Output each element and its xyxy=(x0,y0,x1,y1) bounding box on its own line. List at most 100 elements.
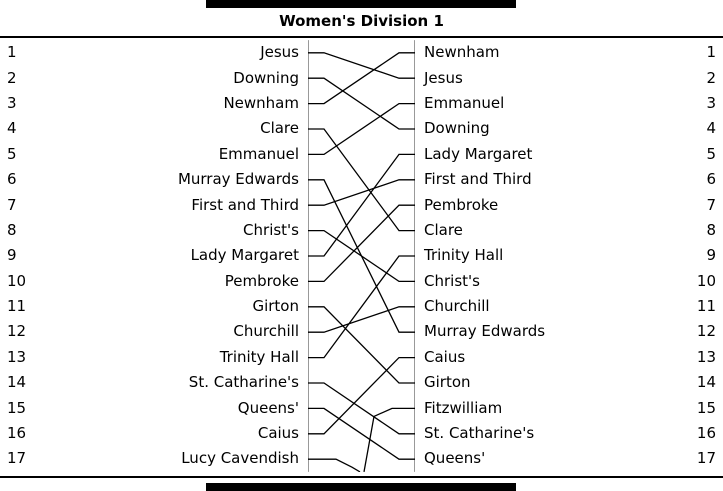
bumps-row: 3 Newnham Emmanuel 3 xyxy=(0,91,723,116)
start-position-number: 11 xyxy=(7,297,27,316)
crew-path xyxy=(308,382,415,435)
bumps-lines-svg xyxy=(308,40,415,472)
crew-path xyxy=(308,204,415,283)
finish-position-number: 15 xyxy=(696,398,716,417)
bottom-rule xyxy=(0,476,723,478)
finish-position-number: 17 xyxy=(696,449,716,468)
finish-crew-name: Emmanuel xyxy=(424,95,505,111)
finish-crew-name: First and Third xyxy=(424,172,532,188)
finish-crew-name: Trinity Hall xyxy=(424,248,504,264)
start-crew-name: Lady Margaret xyxy=(190,248,299,264)
start-crew-name: Christ's xyxy=(243,222,299,238)
start-position-number: 3 xyxy=(7,93,17,112)
start-crew-name: Caius xyxy=(257,426,299,442)
finish-crew-name: Queens' xyxy=(424,451,486,467)
finish-position-number: 1 xyxy=(706,43,716,62)
finish-position-number: 11 xyxy=(696,297,716,316)
chart-title: Women's Division 1 xyxy=(279,12,444,30)
bumps-row: 1 Jesus Newnham 1 xyxy=(0,40,723,65)
start-crew-name: Newnham xyxy=(223,95,299,111)
finish-position-number: 3 xyxy=(706,93,716,112)
start-crew-name: Trinity Hall xyxy=(219,349,299,365)
bumps-row: 16 Caius St. Catharine's 16 xyxy=(0,421,723,446)
crew-path xyxy=(308,128,415,232)
start-crew-name: First and Third xyxy=(191,197,299,213)
start-position-number: 7 xyxy=(7,195,17,214)
finish-crew-name: Jesus xyxy=(424,70,463,86)
start-position-number: 1 xyxy=(7,43,17,62)
start-position-number: 16 xyxy=(7,424,27,443)
crew-path xyxy=(308,229,415,283)
start-position-number: 6 xyxy=(7,170,17,189)
adjacent-division-bar-bottom xyxy=(206,483,516,491)
finish-position-number: 6 xyxy=(706,170,716,189)
finish-crew-name: Girton xyxy=(424,375,471,391)
start-position-number: 9 xyxy=(7,246,17,265)
start-position-number: 15 xyxy=(7,398,27,417)
crew-path xyxy=(308,52,415,105)
finish-crew-name: St. Catharine's xyxy=(424,426,535,442)
crew-path xyxy=(308,52,415,79)
start-position-number: 5 xyxy=(7,144,17,163)
start-position-number: 4 xyxy=(7,119,17,138)
bumps-row: 8 Christ's Clare 8 xyxy=(0,218,723,243)
finish-crew-name: Pembroke xyxy=(424,197,499,213)
start-crew-name: Clare xyxy=(260,121,299,137)
start-crew-name: Lucy Cavendish xyxy=(181,451,299,467)
top-rule xyxy=(0,36,723,38)
finish-crew-name: Clare xyxy=(424,222,463,238)
bumps-row: 9 Lady Margaret Trinity Hall 9 xyxy=(0,243,723,268)
start-position-number: 14 xyxy=(7,373,27,392)
finish-crew-name: Churchill xyxy=(424,299,490,315)
crew-path xyxy=(308,102,415,156)
finish-position-number: 13 xyxy=(696,347,716,366)
finish-position-number: 10 xyxy=(696,271,716,290)
finish-crew-name: Caius xyxy=(424,349,466,365)
finish-crew-name: Downing xyxy=(424,121,490,137)
finish-position-number: 12 xyxy=(696,322,716,341)
bumps-row: 12 Churchill Murray Edwards 12 xyxy=(0,319,723,344)
bumps-row: 17 Lucy Cavendish Queens' 17 xyxy=(0,446,723,471)
start-crew-name: Emmanuel xyxy=(218,146,299,162)
start-position-number: 17 xyxy=(7,449,27,468)
adjacent-division-bar-top xyxy=(206,0,516,8)
finish-position-number: 5 xyxy=(706,144,716,163)
start-crew-name: Churchill xyxy=(233,324,299,340)
finish-crew-name: Newnham xyxy=(424,45,500,61)
finish-crew-name: Murray Edwards xyxy=(424,324,546,340)
crew-path xyxy=(308,407,415,460)
finish-position-number: 8 xyxy=(706,220,716,239)
finish-crew-name: Christ's xyxy=(424,273,480,289)
start-position-number: 13 xyxy=(7,347,27,366)
crew-path xyxy=(308,306,415,384)
start-crew-name: St. Catharine's xyxy=(188,375,299,391)
crew-path xyxy=(308,77,415,130)
finish-crew-name: Fitzwilliam xyxy=(424,400,503,416)
start-position-number: 8 xyxy=(7,220,17,239)
finish-position-number: 2 xyxy=(706,68,716,87)
crew-path xyxy=(308,306,415,333)
start-crew-name: Jesus xyxy=(260,45,299,61)
finish-position-number: 9 xyxy=(706,246,716,265)
start-crew-name: Pembroke xyxy=(224,273,299,289)
finish-position-number: 16 xyxy=(696,424,716,443)
crew-path xyxy=(308,179,415,206)
crew-path xyxy=(308,153,415,257)
start-position-number: 12 xyxy=(7,322,27,341)
start-position-number: 2 xyxy=(7,68,17,87)
crew-path xyxy=(308,356,415,435)
bumps-row: 13 Trinity Hall Caius 13 xyxy=(0,345,723,370)
start-crew-name: Murray Edwards xyxy=(177,172,299,188)
finish-position-number: 14 xyxy=(696,373,716,392)
crew-path xyxy=(308,458,361,472)
crew-path xyxy=(308,255,415,359)
